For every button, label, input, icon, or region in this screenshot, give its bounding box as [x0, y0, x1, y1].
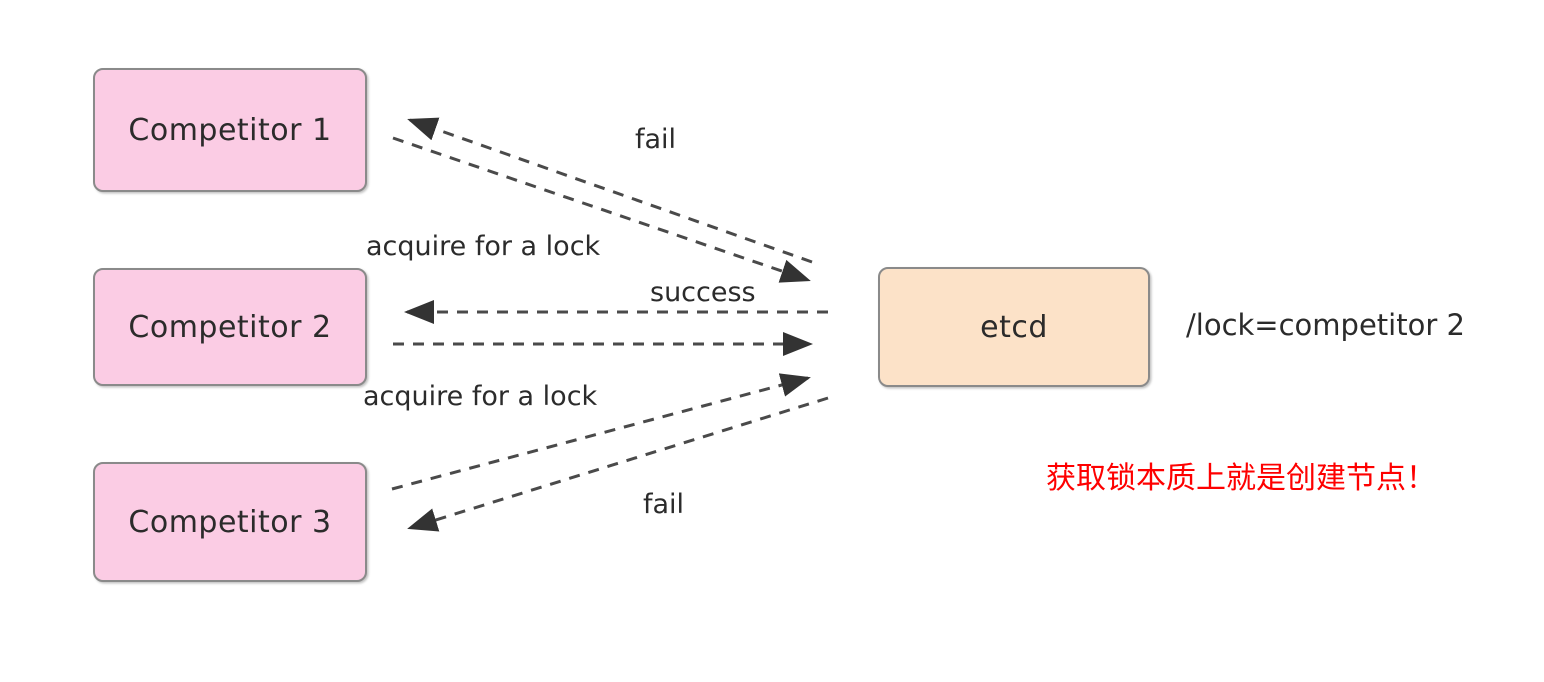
node-competitor-1-label: Competitor 1: [128, 112, 332, 148]
edge-label-acquire-top: acquire for a lock: [366, 231, 601, 262]
node-competitor-3-label: Competitor 3: [128, 504, 332, 540]
annotation-emphasis: 获取锁本质上就是创建节点！: [1046, 461, 1436, 496]
node-competitor-2-label: Competitor 2: [128, 309, 332, 345]
edge-label-success: success: [650, 277, 756, 308]
node-competitor-3[interactable]: Competitor 3: [93, 462, 367, 582]
edge-label-fail-top: fail: [635, 124, 677, 155]
edge-label-fail-bottom: fail: [643, 489, 685, 520]
node-etcd-label: etcd: [980, 309, 1048, 345]
edge-c3-response: [407, 396, 829, 532]
node-competitor-2[interactable]: Competitor 2: [93, 268, 367, 386]
node-competitor-1[interactable]: Competitor 1: [93, 68, 367, 192]
annotation-lock-key: /lock=competitor 2: [1186, 308, 1465, 342]
node-etcd[interactable]: etcd: [878, 267, 1150, 387]
edge-label-acquire-bottom: acquire for a lock: [363, 381, 598, 412]
